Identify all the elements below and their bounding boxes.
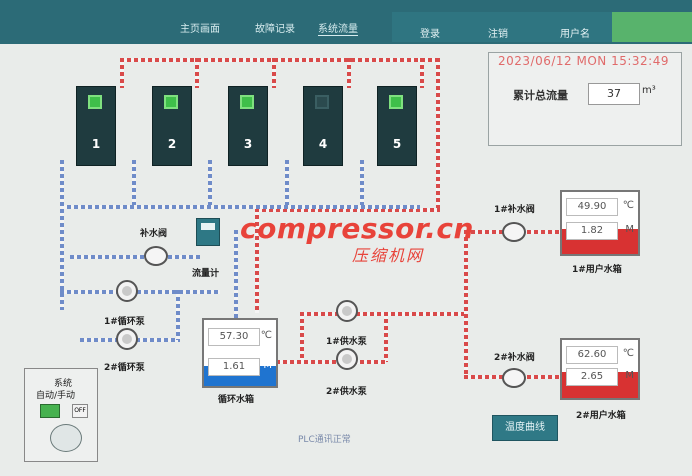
hot-pipe — [120, 58, 124, 88]
makeup-valve-label: 补水阀 — [140, 229, 168, 239]
makeup-valve-2-label: 2#补水阀 — [494, 353, 535, 363]
cold-pipe — [285, 160, 289, 205]
tank-level: 2.65 — [566, 368, 618, 386]
hot-pipe — [420, 58, 424, 88]
tank-temperature: 62.60 — [566, 346, 618, 364]
supply-pump-2-label: 2#供水泵 — [326, 387, 367, 397]
hot-pipe — [272, 58, 276, 88]
temp-unit: ℃ — [622, 200, 634, 211]
compressor-number: 1 — [91, 137, 101, 151]
compressor-unit[interactable]: 2 — [152, 86, 192, 166]
hot-pipe-main — [255, 208, 440, 212]
supply-pump-header — [300, 312, 464, 316]
level-unit: M — [625, 370, 634, 381]
level-unit: M — [263, 360, 272, 371]
user-tank-1[interactable]: 49.90 ℃ 1.82 M — [560, 190, 640, 256]
run-indicator — [164, 95, 178, 109]
makeup-valve-1-label: 1#补水阀 — [494, 205, 535, 215]
compressor-unit[interactable]: 5 — [377, 86, 417, 166]
system-title: 系统 — [54, 379, 73, 389]
plc-status-text: PLC通讯正常 — [298, 435, 351, 445]
level-unit: M — [625, 224, 634, 235]
supply-pump-outlet — [276, 360, 386, 364]
makeup-valve-1-icon[interactable] — [502, 222, 526, 242]
makeup-valve-icon[interactable] — [144, 246, 168, 266]
tank-temperature: 57.30 — [208, 328, 260, 346]
circ-pump-1-label: 1#循环泵 — [104, 317, 145, 327]
supply-pump-pipe — [300, 312, 304, 362]
run-indicator — [88, 95, 102, 109]
system-mode-label: 自动/手动 — [36, 391, 76, 401]
tank-temperature: 49.90 — [566, 198, 618, 216]
user-tank-2-label: 2#用户水箱 — [576, 411, 626, 421]
compressor-number: 3 — [243, 137, 253, 151]
circulation-pump-2-icon[interactable] — [116, 328, 138, 350]
compressor-unit[interactable]: 3 — [228, 86, 268, 166]
hot-pipe-to-tank — [255, 208, 259, 313]
makeup-line — [70, 255, 200, 259]
circulation-pump-1-icon[interactable] — [116, 280, 138, 302]
compressor-unit[interactable]: 4 — [303, 86, 343, 166]
tab-fault-log[interactable]: 故障记录 — [255, 24, 295, 35]
datetime-display: 2023/06/12 MON 15:32:49 — [498, 54, 669, 68]
circulation-tank[interactable]: 57.30 ℃ 1.61 M — [202, 318, 278, 388]
user-tank-1-label: 1#用户水箱 — [572, 265, 622, 275]
compressor-number: 2 — [167, 137, 177, 151]
temperature-curve-button[interactable]: 温度曲线 — [492, 415, 558, 441]
compressor-number: 5 — [392, 137, 402, 151]
user-tank-2[interactable]: 62.60 ℃ 2.65 M — [560, 338, 640, 400]
cold-pipe — [208, 160, 212, 205]
tank-level: 1.61 — [208, 358, 260, 376]
hot-water-header — [120, 58, 440, 62]
info-panel — [488, 52, 682, 146]
watermark-subtitle: 压缩机网 — [352, 246, 425, 265]
top-navigation-bar: 主页画面 故障记录 系统流量 登录 注销 用户名 — [0, 0, 692, 44]
login-button[interactable]: 登录 — [420, 29, 440, 40]
circ-pump-line — [176, 290, 180, 340]
circ-pump-line — [60, 290, 220, 294]
supply-riser — [464, 230, 468, 378]
hot-pipe — [347, 58, 351, 88]
run-indicator — [389, 95, 403, 109]
circ-pump-2-label: 2#循环泵 — [104, 363, 145, 373]
hot-pipe-riser — [436, 58, 440, 208]
compressor-unit[interactable]: 1 — [76, 86, 116, 166]
cold-pipe — [132, 160, 136, 205]
total-flow-label: 累计总流量 — [513, 89, 568, 102]
off-button[interactable]: OFF — [72, 404, 88, 418]
username-field[interactable]: 用户名 — [560, 29, 590, 40]
temp-unit: ℃ — [260, 330, 272, 341]
watermark-logo: compressor.cn — [240, 212, 474, 245]
cold-water-header — [60, 205, 420, 209]
circulation-tank-label: 循环水箱 — [218, 395, 255, 405]
tank-level: 1.82 — [566, 222, 618, 240]
cold-pipe — [360, 160, 364, 205]
total-flow-unit: m³ — [642, 85, 656, 96]
supply-pump-pipe — [384, 312, 388, 362]
tab-system-flow[interactable]: 系统流量 — [318, 20, 358, 36]
supply-pump-2-icon[interactable] — [336, 348, 358, 370]
flow-meter-icon — [196, 218, 220, 246]
flow-meter-label: 流量计 — [192, 269, 220, 279]
mode-selector-knob[interactable] — [50, 424, 82, 452]
supply-pump-1-icon[interactable] — [336, 300, 358, 322]
cold-pipe — [60, 160, 64, 310]
hot-pipe — [195, 58, 199, 88]
tab-home[interactable]: 主页画面 — [180, 24, 220, 35]
status-indicator — [612, 12, 692, 42]
temp-unit: ℃ — [622, 348, 634, 359]
total-flow-value: 37 — [588, 83, 640, 105]
logout-button[interactable]: 注销 — [488, 29, 508, 40]
compressor-number: 4 — [318, 137, 328, 151]
run-indicator — [240, 95, 254, 109]
flowmeter-line — [234, 230, 238, 318]
makeup-valve-2-icon[interactable] — [502, 368, 526, 388]
auto-mode-indicator[interactable] — [40, 404, 60, 418]
run-indicator — [315, 95, 329, 109]
supply-pump-1-label: 1#供水泵 — [326, 337, 367, 347]
